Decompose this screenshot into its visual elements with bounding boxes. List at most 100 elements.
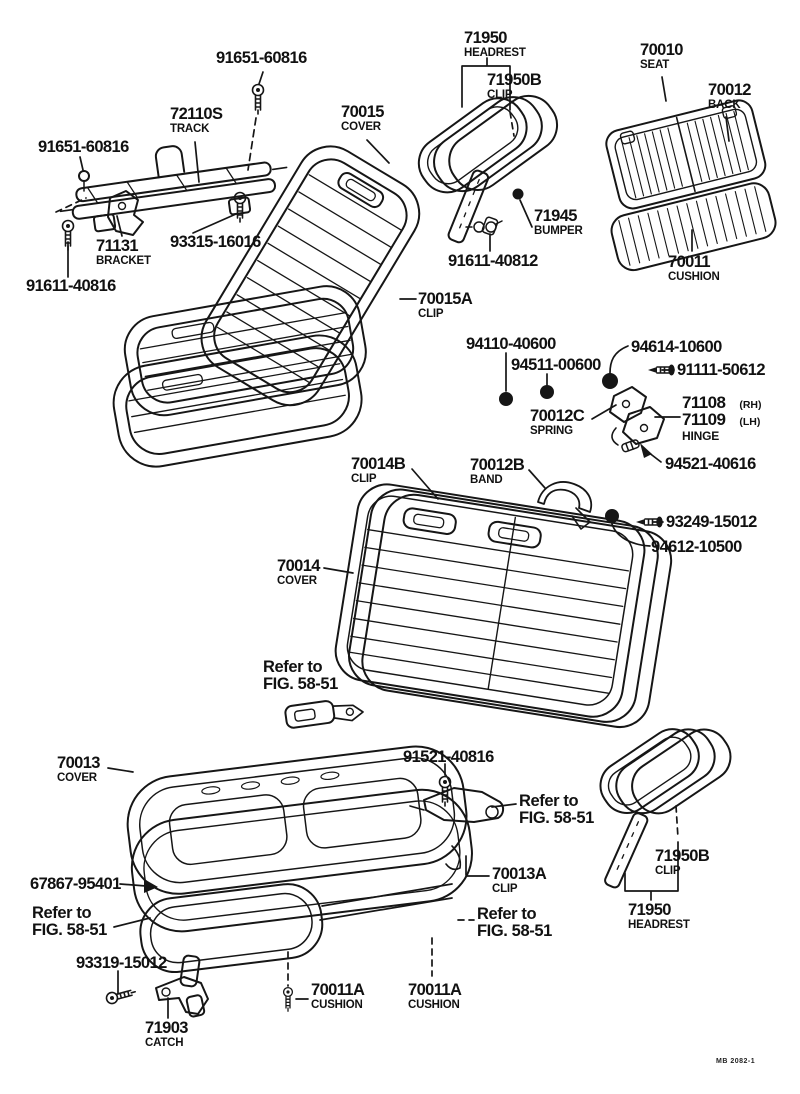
part-number: 94612-10500 xyxy=(651,538,742,556)
part-number: 70014B xyxy=(351,455,406,473)
seat-track-drawing xyxy=(59,145,288,233)
label-91651-60816-left: 91651-60816 xyxy=(38,139,129,156)
part-number: 93249-15012 xyxy=(666,513,757,531)
part-number: 91651-60816 xyxy=(38,138,129,156)
label-91651-60816-top: 91651-60816 xyxy=(216,50,307,67)
part-number: 94511-00600 xyxy=(511,356,601,374)
buckle-drawing xyxy=(284,700,364,729)
part-name: CLIP xyxy=(487,88,513,101)
part-number: 70012B xyxy=(470,456,525,474)
small-clip-drawing xyxy=(445,845,462,871)
part-name: BRACKET xyxy=(96,254,151,267)
fastener-icons xyxy=(499,373,619,523)
label-70012-back: 70012 BACK xyxy=(708,82,751,111)
part-name: TRACK xyxy=(170,122,210,135)
part-number: 91521-40816 xyxy=(403,748,494,766)
part-number: 67867-95401 xyxy=(30,875,121,893)
part-number: 91651-60816 xyxy=(216,49,307,67)
nut-icon xyxy=(78,170,90,192)
part-number: 94521-40616 xyxy=(665,455,756,473)
bench-seat-drawing xyxy=(605,99,777,272)
bolt-icon xyxy=(282,986,294,1013)
part-number: 94110-40600 xyxy=(466,335,556,353)
label-71945-bumper: 71945 BUMPER xyxy=(534,208,583,237)
part-number: 72110S xyxy=(170,105,223,123)
label-71131-bracket: 71131 BRACKET xyxy=(96,238,151,267)
refer-note-4: Refer to FIG. 58-51 xyxy=(477,905,552,941)
part-number: 70015 xyxy=(341,103,384,121)
screw-icon xyxy=(251,83,265,115)
part-name: CUSHION xyxy=(408,998,460,1011)
refer-line: FIG. 58-51 xyxy=(263,675,338,694)
latch-drawing xyxy=(409,787,505,823)
label-93319-15012: 93319-15012 xyxy=(76,955,167,972)
part-number: 71945 xyxy=(534,207,577,225)
part-number: 70015A xyxy=(418,290,473,308)
part-number: 94614-10600 xyxy=(631,338,722,356)
rear-seatback-drawing xyxy=(334,483,673,729)
label-70015-cover: 70015 COVER xyxy=(341,104,384,133)
screw-icon xyxy=(104,985,138,1006)
headrest-rear-drawing xyxy=(599,728,732,889)
part-number: 71109 xyxy=(682,410,726,429)
bracket-drawing xyxy=(107,190,144,236)
label-70012b-band: 70012B BAND xyxy=(470,456,525,486)
part-name: COVER xyxy=(341,120,381,133)
part-name: BACK xyxy=(708,98,741,111)
part-number: 71950B xyxy=(655,847,710,865)
part-name: BUMPER xyxy=(534,224,583,237)
label-94521-40616: 94521-40616 xyxy=(665,456,756,473)
part-number: 70012C xyxy=(530,407,585,425)
part-number: 91611-40812 xyxy=(448,252,538,270)
part-number: 70011 xyxy=(668,253,711,271)
label-94612-10500: 94612-10500 xyxy=(651,539,742,556)
part-number: 91111-50612 xyxy=(677,361,766,379)
bumper-icon xyxy=(512,188,524,200)
hinge-rh-row: 71108 (RH) xyxy=(682,394,762,411)
label-91611-40812: 91611-40812 xyxy=(448,253,538,270)
label-70011a-cushion-right: 70011A CUSHION xyxy=(408,981,462,1011)
label-91111-50612: 91111-50612 xyxy=(677,361,766,379)
label-91521-40816: 91521-40816 xyxy=(403,749,494,766)
clip-icon xyxy=(465,220,503,233)
part-name: HEADREST xyxy=(464,46,526,59)
refer-line: FIG. 58-51 xyxy=(519,809,594,828)
refer-line: Refer to xyxy=(519,792,579,810)
part-name: CUSHION xyxy=(311,998,363,1011)
part-number: 71903 xyxy=(145,1019,188,1037)
label-91611-40816: 91611-40816 xyxy=(26,278,116,295)
label-71950b-clip-bottom: 71950B CLIP xyxy=(655,847,710,877)
label-94110-40600: 94110-40600 xyxy=(466,336,556,353)
part-name: COVER xyxy=(277,574,317,587)
label-70014b-clip: 70014B CLIP xyxy=(351,455,406,485)
part-number: 70014 xyxy=(277,557,320,575)
part-number: 70011A xyxy=(408,981,462,999)
rear-cushion-drawing xyxy=(126,745,505,974)
part-name: COVER xyxy=(57,771,97,784)
refer-note-3: Refer to FIG. 58-51 xyxy=(32,904,107,940)
label-93249-15012: 93249-15012 xyxy=(666,514,757,531)
part-name: CLIP xyxy=(655,864,681,877)
part-number: 71131 xyxy=(96,237,139,255)
label-67867-95401: 67867-95401 xyxy=(30,876,121,893)
part-name: CLIP xyxy=(351,472,377,485)
part-number: 93319-15012 xyxy=(76,954,167,972)
hinge-lh-row: 71109 (LH) xyxy=(682,411,762,428)
page-code: MB 2082-1 xyxy=(716,1058,756,1065)
label-72110s-track: 72110S TRACK xyxy=(170,105,223,135)
part-name: SEAT xyxy=(640,58,670,71)
label-71950b-clip-top: 71950B CLIP xyxy=(487,72,542,101)
refer-line: FIG. 58-51 xyxy=(477,922,552,941)
refer-line: Refer to xyxy=(477,905,537,923)
part-number: 93315-16016 xyxy=(170,233,261,251)
refer-line: FIG. 58-51 xyxy=(32,921,107,940)
part-name: HINGE xyxy=(682,429,720,443)
label-71903-catch: 71903 CATCH xyxy=(145,1020,188,1049)
part-number: 70012 xyxy=(708,81,751,99)
part-name: HEADREST xyxy=(628,918,690,931)
side-note: (RH) xyxy=(739,399,762,411)
part-name: BAND xyxy=(470,473,503,486)
label-70011a-cushion-left: 70011A CUSHION xyxy=(311,982,365,1011)
